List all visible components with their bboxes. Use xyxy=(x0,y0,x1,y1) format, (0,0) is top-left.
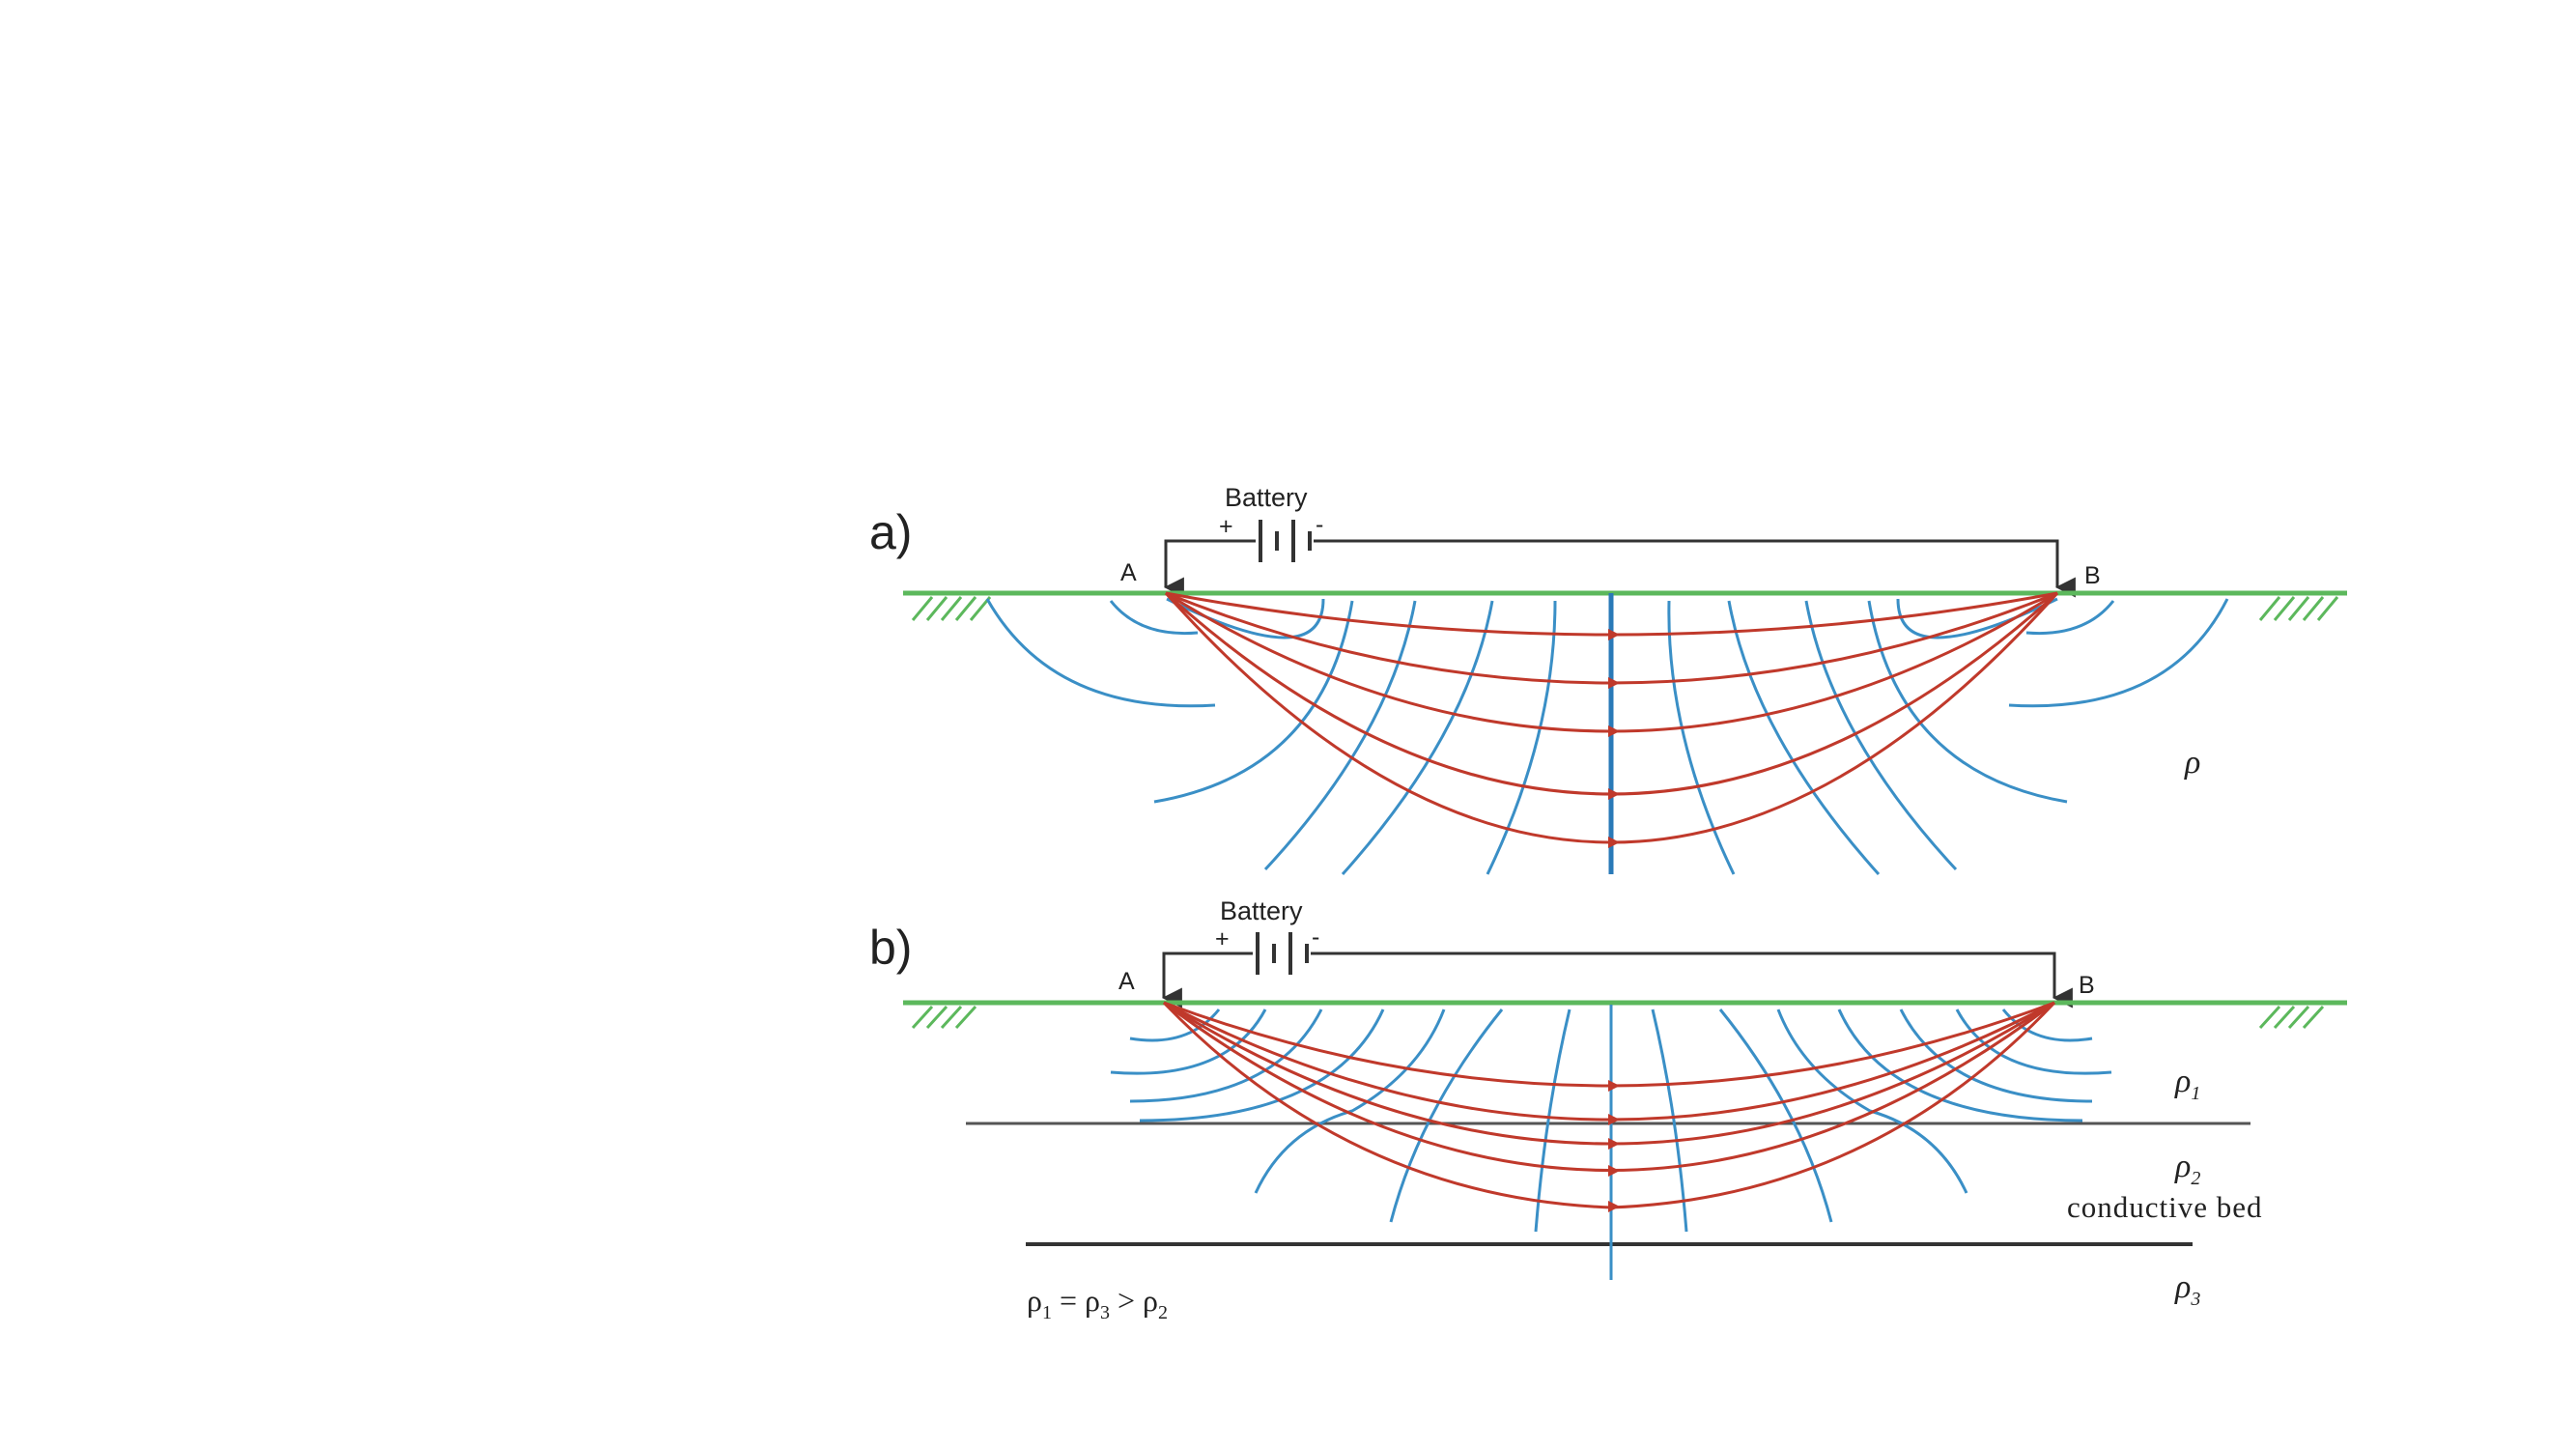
panel-a-wire xyxy=(1164,539,1256,584)
panel-b-battery-icon xyxy=(1256,932,1309,975)
panel-b: b) Battery + - A B xyxy=(869,896,2347,1323)
panel-b-label: b) xyxy=(869,921,912,975)
panel-b-electrode-a-label: A xyxy=(1118,968,1135,995)
panel-b-current-lines xyxy=(1162,1001,2056,1209)
panel-a-battery-circuit: Battery + - A B xyxy=(1120,483,2101,598)
panel-b-wire xyxy=(1162,952,1253,995)
panel-a-ground-hatch-right xyxy=(2258,596,2339,621)
panel-a-battery-plus: + xyxy=(1219,513,1233,540)
panel-b-rho2-label: ρ2 xyxy=(2174,1149,2200,1189)
panel-a-battery-minus: - xyxy=(1316,511,1323,538)
panel-b-resistivity-equation: ρ1 = ρ3 > ρ2 xyxy=(1027,1283,1168,1323)
panel-a: a) Battery + - A B xyxy=(869,483,2347,876)
panel-b-battery-circuit: Battery + - A B xyxy=(1118,896,2095,1009)
panel-b-current-arrowheads xyxy=(1608,1080,1620,1212)
panel-b-ground-hatch-right xyxy=(2258,1005,2325,1030)
panel-a-equipotential-lines xyxy=(985,597,2229,876)
panel-a-electrode-b-label: B xyxy=(2084,562,2101,589)
panel-a-label: a) xyxy=(869,505,912,559)
panel-b-battery-plus: + xyxy=(1215,925,1230,952)
panel-b-rho1-label: ρ1 xyxy=(2174,1064,2200,1104)
panel-a-battery-label: Battery xyxy=(1225,483,1308,512)
panel-b-rho3-label: ρ3 xyxy=(2174,1269,2200,1310)
panel-a-battery-icon xyxy=(1259,520,1312,562)
panel-b-ground-hatch-left xyxy=(911,1005,977,1030)
panel-b-battery-minus: - xyxy=(1312,923,1319,951)
panel-a-rho-label: ρ xyxy=(2184,745,2200,781)
panel-b-wire-right xyxy=(1311,952,2056,995)
panel-b-conductive-bed-label: conductive bed xyxy=(2067,1190,2263,1224)
panel-a-current-arrowheads xyxy=(1608,629,1620,848)
panel-a-electrode-a-label: A xyxy=(1120,559,1137,586)
panel-b-electrode-b-label: B xyxy=(2079,972,2095,999)
panel-a-ground-hatch-left xyxy=(911,596,992,621)
panel-a-wire-right xyxy=(1314,539,2059,584)
panel-b-battery-label: Battery xyxy=(1220,896,1303,925)
